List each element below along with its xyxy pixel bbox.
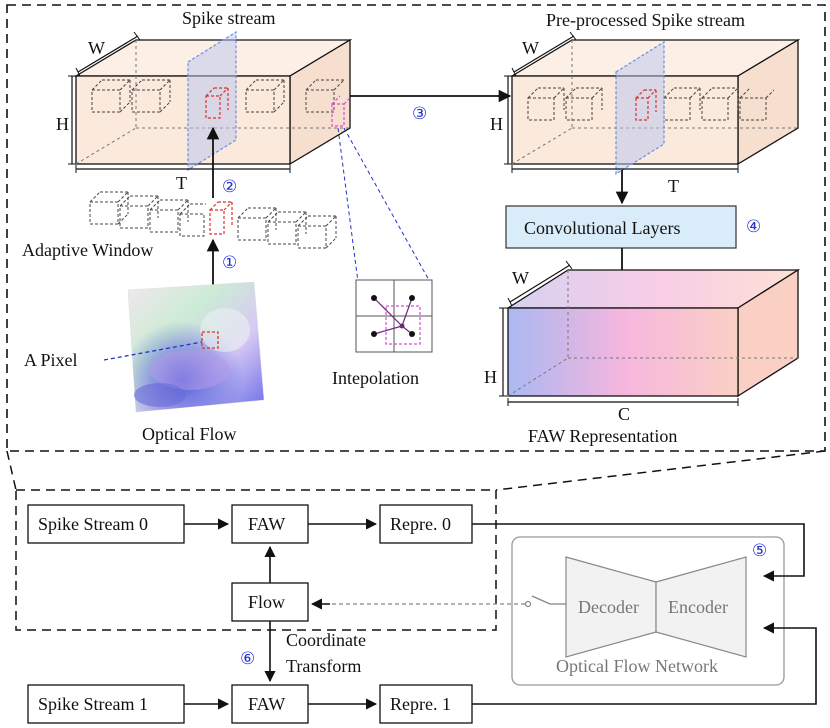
spike-time-plane	[187, 30, 237, 172]
encoder-shape	[655, 556, 747, 658]
spike-magenta-window	[331, 95, 351, 127]
faw-w-label: W	[512, 268, 529, 288]
coordinate-label: Coordinate	[286, 630, 366, 650]
step-1-label: ①	[222, 253, 237, 272]
decoder-label: Decoder	[578, 597, 639, 617]
faw-1-label: FAW	[248, 694, 285, 714]
conv-layers-label: Convolutional Layers	[524, 218, 680, 238]
flow-label: Flow	[248, 592, 285, 612]
preprocessed-red-window	[635, 89, 657, 121]
pixel-marker	[201, 331, 219, 349]
repre-1-label: Repre. 1	[390, 694, 451, 714]
arrow-repre0-network	[472, 523, 805, 582]
pre-w-label: W	[522, 38, 539, 58]
step-2-label: ②	[222, 177, 237, 196]
spike-window-cubes	[91, 79, 345, 113]
top-panel-border	[6, 4, 826, 452]
step-4-label: ④	[746, 217, 761, 236]
faw-representation-box	[505, 268, 801, 398]
interp-zoom-right	[343, 127, 431, 283]
zoom-line-left	[6, 450, 17, 491]
optical-flow-image	[127, 281, 265, 413]
conv-layers-box	[505, 205, 737, 249]
a-pixel-label: A Pixel	[24, 350, 78, 370]
faw-w-dim	[509, 264, 571, 303]
spike-stream-1-label: Spike Stream 1	[38, 694, 148, 714]
spike-h-label: H	[56, 114, 69, 134]
spike-red-window	[205, 87, 229, 119]
faw-c-label: C	[618, 404, 630, 424]
step-5-label: ⑤	[752, 541, 767, 560]
spike-stream-1-box	[27, 684, 185, 724]
step-3-label: ③	[412, 104, 427, 123]
interp-zoom-left	[337, 127, 359, 283]
faw-0-label: FAW	[248, 514, 285, 534]
spike-stream-0-box	[27, 504, 185, 544]
pre-t-label: T	[668, 176, 679, 196]
interpolation-caption: Intepolation	[332, 368, 419, 388]
spike-w-dim	[77, 35, 139, 73]
zoom-line-right	[495, 450, 826, 491]
preprocessed-window-cubes	[527, 87, 775, 121]
pre-w-dim	[513, 35, 575, 73]
spike-stream-0-label: Spike Stream 0	[38, 514, 148, 534]
switch-icon	[316, 595, 566, 608]
network-caption: Optical Flow Network	[556, 656, 718, 676]
arrow-repre1-network	[472, 622, 817, 705]
preprocessed-title: Pre-processed Spike stream	[546, 10, 745, 30]
bottom-dashed-region	[15, 489, 497, 631]
faw-box-0	[231, 504, 309, 544]
faw-box-1	[231, 684, 309, 724]
spike-w-label: W	[88, 38, 105, 58]
spike-stream-title: Spike stream	[182, 8, 275, 28]
faw-representation-caption: FAW Representation	[528, 426, 677, 446]
pixel-pointer	[103, 341, 203, 361]
adaptive-red-window	[209, 201, 233, 235]
encoder-label: Encoder	[668, 597, 728, 617]
spike-t-label: T	[176, 173, 187, 193]
transform-label: Transform	[286, 656, 361, 676]
pre-h-label: H	[490, 114, 503, 134]
interpolation-grid	[355, 279, 433, 353]
optical-flow-caption: Optical Flow	[142, 424, 237, 444]
faw-h-label: H	[484, 367, 497, 387]
repre-0-label: Repre. 0	[390, 514, 451, 534]
adaptive-window-label: Adaptive Window	[22, 240, 153, 260]
adaptive-window-cubes	[89, 191, 337, 249]
step-6-label: ⑥	[240, 649, 255, 668]
preprocessed-time-plane	[615, 40, 665, 176]
